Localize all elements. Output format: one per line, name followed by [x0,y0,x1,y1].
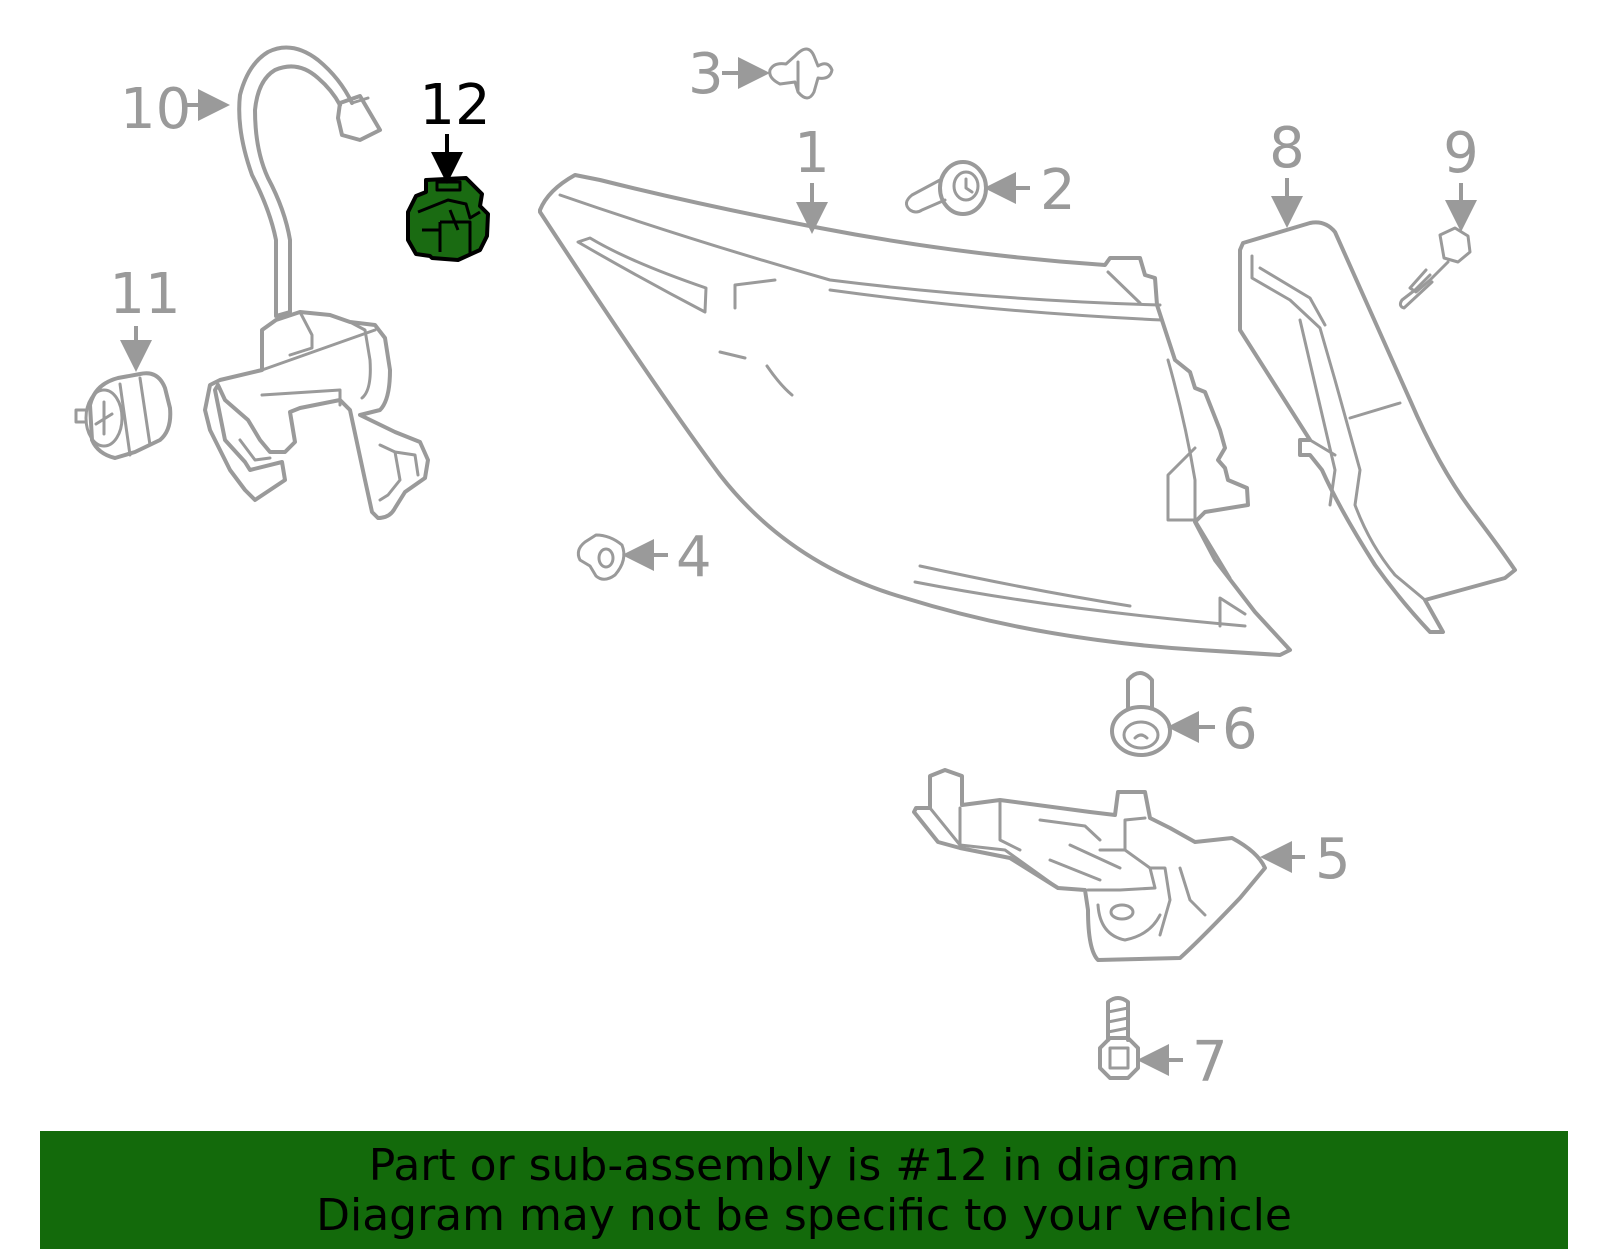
callout-8: 8 [1269,116,1305,228]
callout-label-3: 3 [688,42,724,107]
callout-label-7: 7 [1192,1030,1228,1095]
callout-label-1: 1 [794,121,830,186]
bolt-7[interactable] [1098,996,1140,1080]
bolt-9[interactable] [1398,226,1472,310]
callout-2: 2 [984,158,1076,223]
parts-diagram: 1 2 3 4 5 6 7 8 9 10 11 12 [74,42,1517,1095]
callout-4: 4 [622,525,712,590]
wiring-harness[interactable] [203,45,430,520]
bulb-socket-11[interactable] [74,371,173,460]
nut-4[interactable] [576,533,626,581]
callout-9: 9 [1443,121,1479,232]
banner-line-1: Part or sub-assembly is #12 in diagram [368,1140,1240,1191]
callout-label-10: 10 [120,77,191,142]
callout-label-8: 8 [1269,116,1305,181]
callout-1: 1 [794,121,830,234]
callout-label-6: 6 [1222,697,1258,762]
bolt-6[interactable] [1110,671,1172,757]
callout-6: 6 [1167,697,1258,762]
callout-label-5: 5 [1315,827,1351,892]
callout-5: 5 [1260,827,1351,892]
tail-lamp-housing[interactable] [538,173,1292,657]
callout-10: 10 [120,77,230,142]
callout-3: 3 [688,42,770,107]
callout-label-2: 2 [1040,158,1076,223]
highlighted-part-12[interactable] [406,176,490,262]
lamp-garnish[interactable] [1238,220,1517,634]
banner-line-2: Diagram may not be specific to your vehi… [316,1190,1292,1241]
screw-2[interactable] [905,160,988,216]
callout-label-9: 9 [1443,121,1479,186]
bracket-5[interactable] [912,768,1267,962]
callout-label-11: 11 [109,262,180,327]
callout-12: 12 [419,73,491,184]
info-banner: Part or sub-assembly is #12 in diagram D… [40,1131,1568,1249]
callout-label-12: 12 [419,73,490,138]
clip-3[interactable] [768,47,834,100]
callout-label-4: 4 [676,525,712,590]
callout-11: 11 [109,262,181,372]
callout-7: 7 [1137,1030,1228,1095]
